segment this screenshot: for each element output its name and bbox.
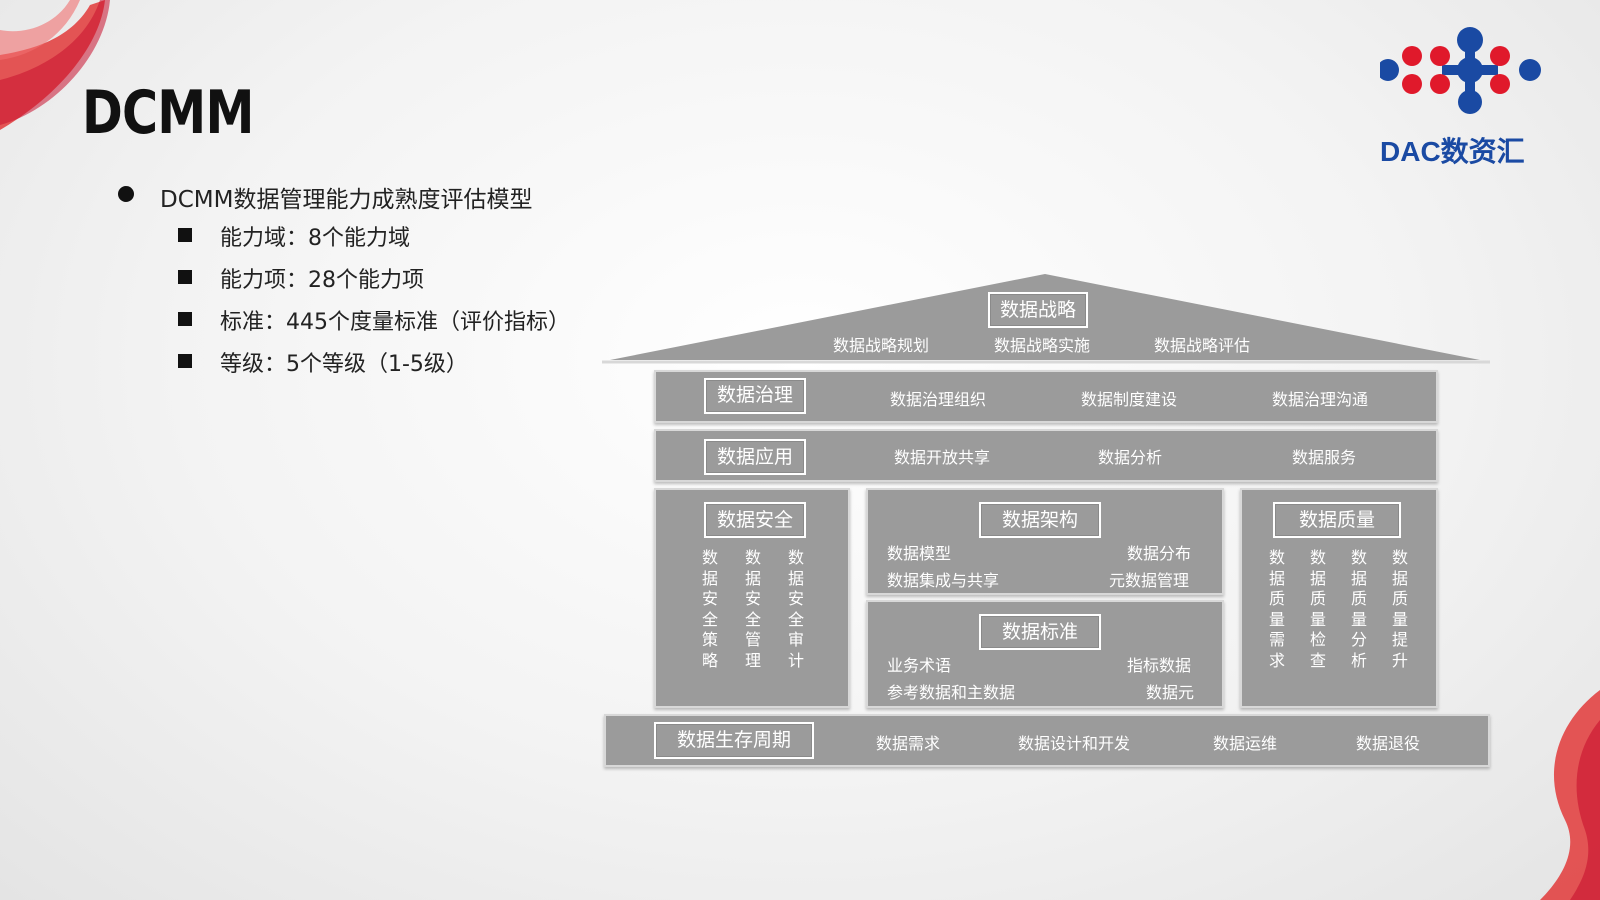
quality-item: 数据质量检查 <box>1309 548 1326 670</box>
bullet-square-icon <box>178 270 192 284</box>
strategy-item: 数据战略评估 <box>1154 336 1251 355</box>
lifecycle-item: 数据退役 <box>1356 734 1421 753</box>
molecule-logo-icon <box>1380 27 1541 114</box>
bullet-square-icon <box>178 354 192 368</box>
dac-logo: DAC数资汇 <box>1380 22 1560 172</box>
lifecycle-item: 数据运维 <box>1213 734 1278 753</box>
logo-text: DAC数资汇 <box>1380 136 1525 167</box>
quality-label: 数据质量 <box>1273 502 1401 538</box>
standard-label: 数据标准 <box>979 614 1101 650</box>
lifecycle-item: 数据设计和开发 <box>1018 734 1131 753</box>
bullet-text: 能力项：28个能力项 <box>220 268 424 293</box>
architecture-item: 数据集成与共享 <box>887 571 1000 590</box>
strategy-item: 数据战略规划 <box>833 336 930 355</box>
security-item: 数据安全策略 <box>701 548 718 670</box>
application-item: 数据分析 <box>1098 448 1163 467</box>
application-item: 数据开放共享 <box>894 448 991 467</box>
architecture-item: 数据分布 <box>1127 544 1192 563</box>
standard-item: 指标数据 <box>1127 656 1192 675</box>
page-title: DCMM <box>82 78 254 148</box>
bullet-square-icon <box>178 228 192 242</box>
security-item: 数据安全管理 <box>744 548 761 670</box>
standard-item: 数据元 <box>1146 683 1195 702</box>
strategy-label: 数据战略 <box>988 292 1088 328</box>
security-label: 数据安全 <box>704 502 806 538</box>
application-label: 数据应用 <box>704 439 806 475</box>
bullet-text: 标准：445个度量标准（评价指标） <box>220 310 570 335</box>
red-ribbon-decoration <box>1540 690 1600 900</box>
governance-item: 数据治理沟通 <box>1272 390 1369 409</box>
architecture-item: 数据模型 <box>887 544 952 563</box>
lifecycle-item: 数据需求 <box>876 734 941 753</box>
quality-item: 数据质量提升 <box>1391 548 1408 670</box>
standard-item: 参考数据和主数据 <box>887 683 1016 702</box>
governance-item: 数据治理组织 <box>890 390 987 409</box>
security-item: 数据安全审计 <box>787 548 804 670</box>
application-item: 数据服务 <box>1292 448 1357 467</box>
quality-item: 数据质量需求 <box>1268 548 1285 670</box>
red-ribbon-decoration <box>0 0 110 130</box>
standard-item: 业务术语 <box>887 656 952 675</box>
architecture-item: 元数据管理 <box>1109 571 1190 590</box>
bullet-text: 能力域：8个能力域 <box>220 226 410 251</box>
standard-block <box>866 600 1224 708</box>
bullet-text: 等级：5个等级（1-5级） <box>220 352 468 377</box>
quality-item: 数据质量分析 <box>1350 548 1367 670</box>
bullet-dot-icon <box>118 186 134 202</box>
bullet-square-icon <box>178 312 192 326</box>
strategy-item: 数据战略实施 <box>994 336 1091 355</box>
lifecycle-label: 数据生存周期 <box>654 722 814 759</box>
governance-item: 数据制度建设 <box>1081 390 1178 409</box>
architecture-label: 数据架构 <box>979 502 1101 538</box>
governance-label: 数据治理 <box>704 378 806 414</box>
bullet-text: DCMM数据管理能力成熟度评估模型 <box>160 187 533 213</box>
